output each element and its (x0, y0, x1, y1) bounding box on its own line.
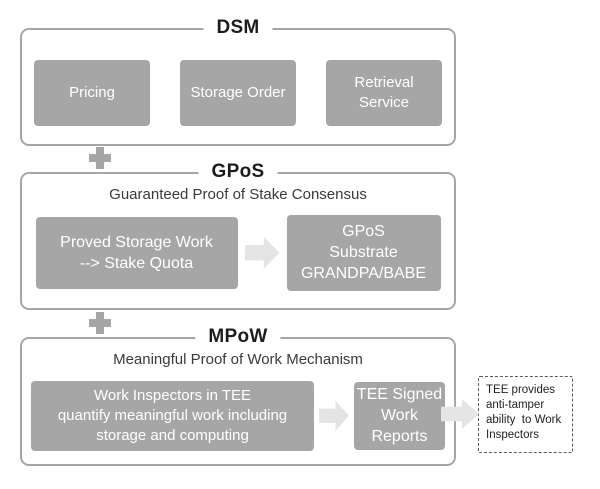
storage-order-box: Storage Order (180, 60, 296, 126)
dsm-section: DSM Pricing Storage Order Retrieval Serv… (20, 16, 456, 146)
plus-icon (89, 312, 111, 334)
work-inspectors-box: Work Inspectors in TEE quantify meaningf… (31, 380, 314, 451)
gpos-subtitle: Guaranteed Proof of Stake Consensus (109, 186, 367, 203)
tee-note: TEE provides anti-tamper ability to Work… (478, 376, 573, 453)
gpos-substrate-box: GPoS Substrate GRANDPA/BABE (286, 214, 441, 291)
arrow-right-icon (319, 400, 349, 431)
mpow-section: MPoW Meaningful Proof of Work Mechanism … (20, 325, 456, 466)
dsm-title: DSM (203, 16, 273, 41)
mpow-title: MPoW (195, 325, 281, 350)
gpos-section: GPoS Guaranteed Proof of Stake Consensus… (20, 160, 456, 310)
gpos-row: Proved Storage Work --> Stake Quota GPoS… (22, 214, 454, 291)
dsm-row: Pricing Storage Order Retrieval Service (22, 60, 454, 126)
retrieval-service-box: Retrieval Service (326, 60, 442, 126)
gpos-title: GPoS (198, 160, 278, 185)
pricing-box: Pricing (34, 60, 150, 126)
plus-icon (89, 147, 111, 169)
mpow-row: Work Inspectors in TEE quantify meaningf… (22, 380, 454, 451)
tee-signed-reports-box: TEE Signed Work Reports (354, 381, 445, 450)
mpow-subtitle: Meaningful Proof of Work Mechanism (113, 351, 363, 368)
arrow-right-icon (244, 236, 280, 269)
proved-storage-work-box: Proved Storage Work --> Stake Quota (35, 216, 238, 289)
